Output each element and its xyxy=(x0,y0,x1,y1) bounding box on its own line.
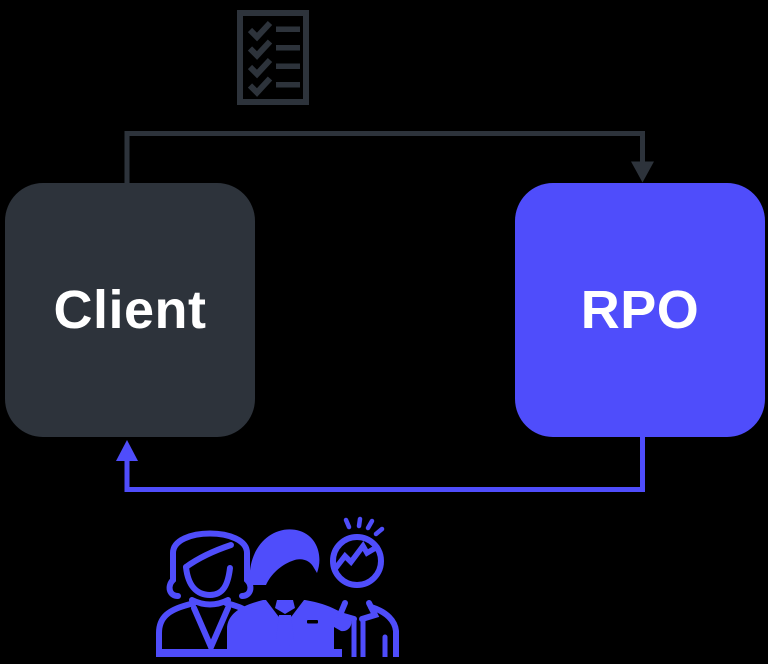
client-node: Client xyxy=(5,183,255,437)
client-node-label: Client xyxy=(53,280,207,340)
rpo-node-label: RPO xyxy=(580,280,700,340)
checklist-icon xyxy=(237,10,309,105)
person-figure-icon xyxy=(330,516,399,657)
arrow-client-to-rpo-icon xyxy=(124,131,654,184)
team-icon xyxy=(156,516,399,657)
arrow-rpo-to-client-icon xyxy=(116,436,645,492)
man-figure-icon xyxy=(157,529,352,657)
rpo-node: RPO xyxy=(515,183,765,437)
